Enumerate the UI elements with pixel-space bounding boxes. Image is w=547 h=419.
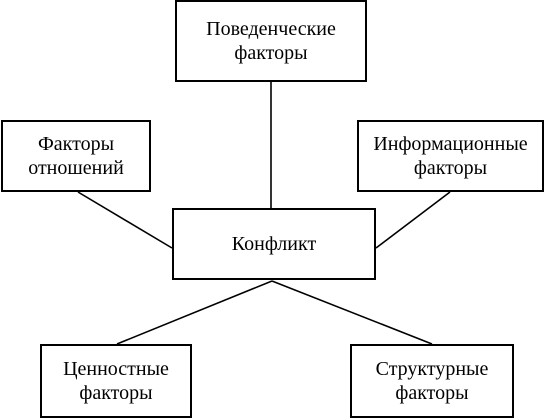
relations-factors-box: Факторы отношений: [1, 120, 151, 192]
connector-conflict-value: [116, 280, 273, 345]
connector-informational-conflict: [375, 191, 451, 249]
value-factors-box: Ценностные факторы: [40, 344, 192, 418]
connector-conflict-structural: [271, 280, 433, 345]
connector-relations-conflict: [77, 191, 173, 249]
conflict-box: Конфликт: [172, 208, 376, 280]
conflict-label: Конфликт: [231, 233, 317, 255]
behavioral-factors-label: Поведенческие факторы: [206, 18, 336, 64]
value-factors-label: Ценностные факторы: [63, 358, 169, 404]
informational-factors-label: Информационные факторы: [373, 133, 528, 179]
behavioral-factors-box: Поведенческие факторы: [175, 0, 367, 82]
relations-factors-label: Факторы отношений: [28, 133, 124, 179]
structural-factors-box: Структурные факторы: [350, 344, 514, 418]
structural-factors-label: Структурные факторы: [375, 358, 489, 404]
informational-factors-box: Информационные факторы: [357, 120, 544, 192]
